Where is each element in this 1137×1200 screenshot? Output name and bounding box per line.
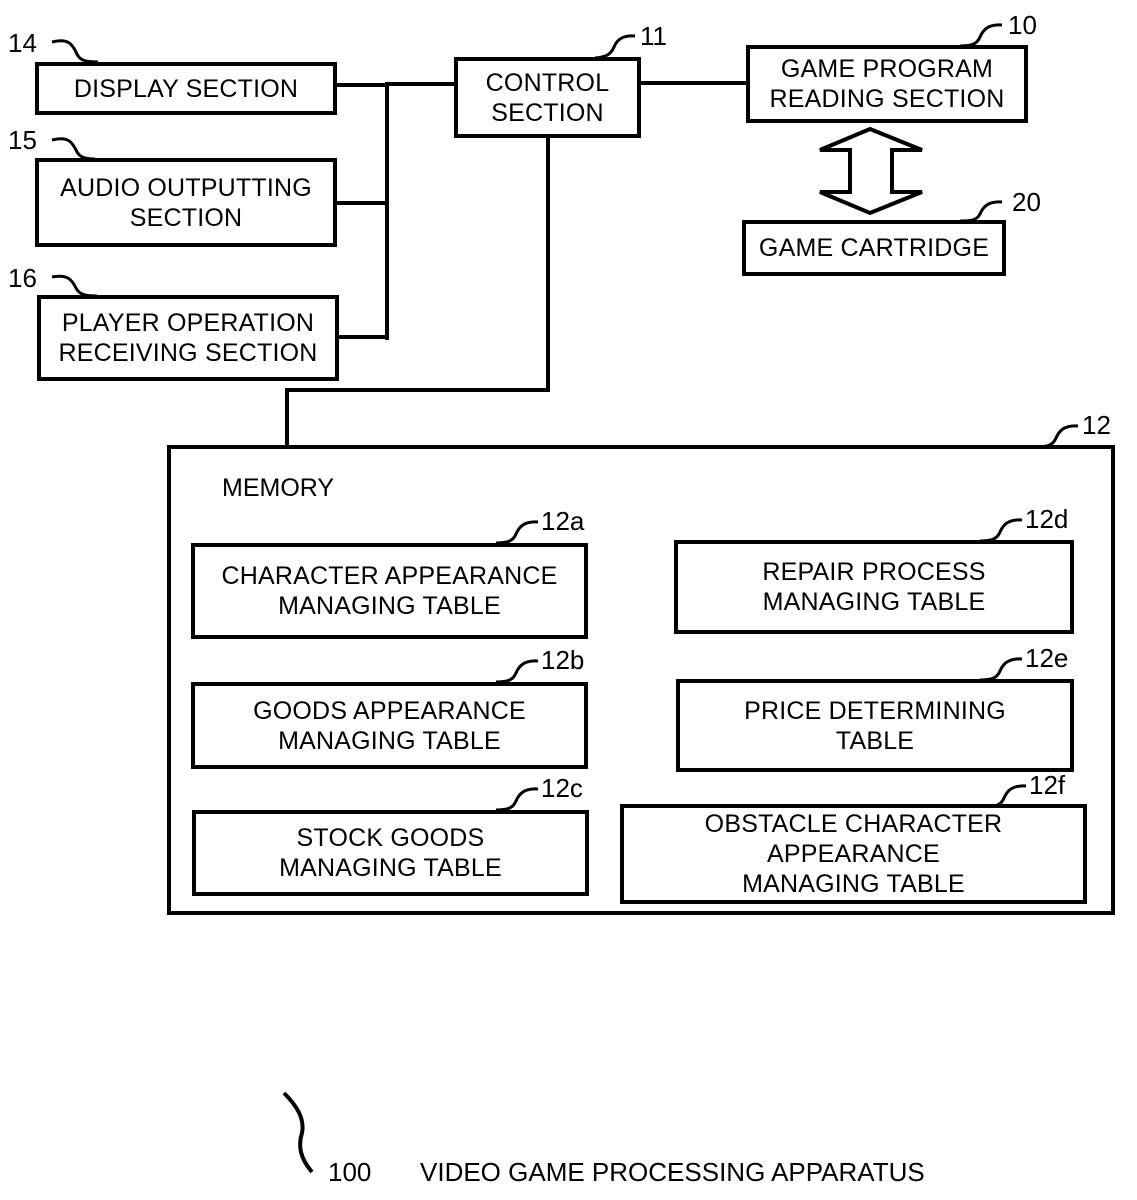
obstacle-character-appearance-managing-table: OBSTACLE CHARACTER APPEARANCE MANAGING T… [620, 804, 1087, 904]
player-operation-receiving-section-block: PLAYER OPERATION RECEIVING SECTION [37, 295, 339, 381]
game-program-reading-section-block: GAME PROGRAM READING SECTION [746, 45, 1028, 123]
display-section-block: DISPLAY SECTION [35, 62, 337, 115]
leader-100 [284, 1093, 312, 1172]
memory-label: MEMORY [222, 474, 334, 502]
ref-display: 14 [8, 30, 37, 56]
ref-memory: 12 [1082, 412, 1111, 438]
leader-12 [1036, 426, 1078, 447]
ref-table-12a: 12a [541, 508, 584, 534]
ref-table-12d: 12d [1025, 506, 1068, 532]
figure-ref-number: 100 [328, 1158, 371, 1186]
ref-player: 16 [8, 265, 37, 291]
stock-goods-managing-table: STOCK GOODS MANAGING TABLE [192, 810, 589, 896]
ref-cartridge: 20 [1012, 189, 1041, 215]
control-section-block: CONTROL SECTION [454, 57, 641, 138]
ref-control: 11 [640, 23, 667, 49]
ref-table-12c: 12c [541, 775, 583, 801]
leader-16 [52, 276, 97, 296]
ref-game-program: 10 [1008, 12, 1037, 38]
ref-table-12b: 12b [541, 647, 584, 673]
leader-15 [52, 139, 95, 159]
leader-20 [960, 202, 1002, 221]
leader-10 [960, 25, 1002, 46]
price-determining-table: PRICE DETERMINING TABLE [676, 679, 1074, 772]
character-appearance-managing-table: CHARACTER APPEARANCE MANAGING TABLE [191, 543, 588, 639]
ref-table-12e: 12e [1025, 645, 1068, 671]
leader-11 [595, 36, 635, 58]
audio-outputting-section-block: AUDIO OUTPUTTING SECTION [35, 158, 337, 247]
ref-audio: 15 [8, 127, 37, 153]
leader-14 [52, 41, 98, 62]
bidirectional-arrow-icon [820, 129, 922, 213]
figure-caption: VIDEO GAME PROCESSING APPARATUS [420, 1158, 925, 1186]
game-cartridge-block: GAME CARTRIDGE [742, 220, 1006, 276]
ref-table-12f: 12f [1029, 772, 1065, 798]
repair-process-managing-table: REPAIR PROCESS MANAGING TABLE [674, 540, 1074, 634]
goods-appearance-managing-table: GOODS APPEARANCE MANAGING TABLE [191, 682, 588, 769]
